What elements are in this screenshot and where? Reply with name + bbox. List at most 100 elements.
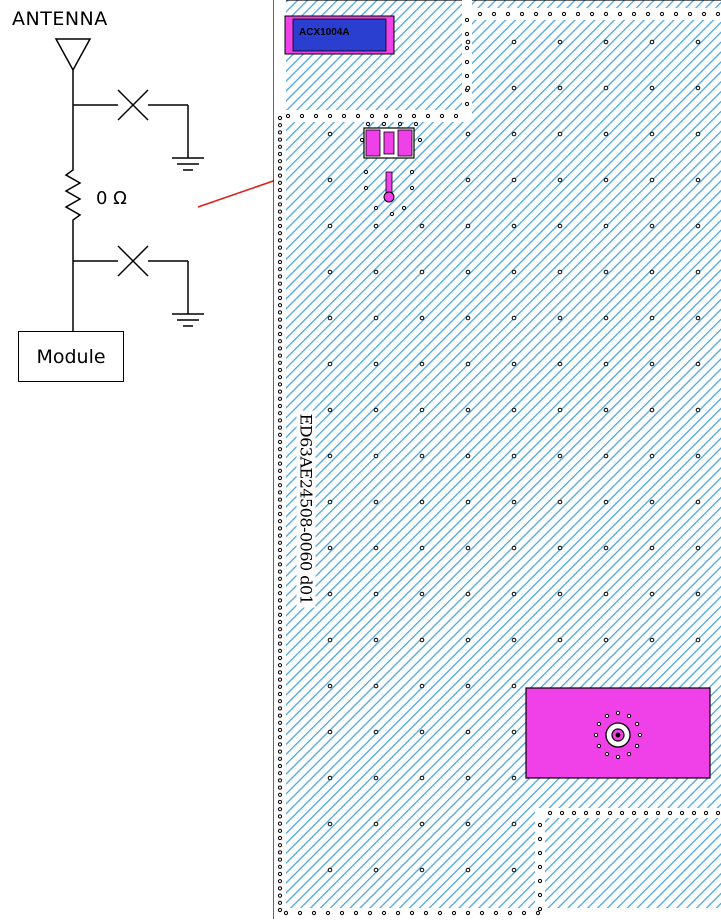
via — [327, 637, 333, 643]
via — [603, 361, 609, 367]
via — [537, 864, 543, 870]
via — [277, 159, 283, 164]
via — [277, 461, 283, 466]
via — [583, 810, 589, 816]
via — [277, 339, 283, 344]
via — [277, 346, 283, 351]
via — [557, 223, 563, 229]
via — [327, 113, 333, 119]
via — [559, 810, 565, 816]
via — [277, 511, 283, 517]
via — [537, 906, 543, 912]
via — [511, 499, 517, 505]
via — [604, 713, 610, 719]
via — [277, 209, 283, 214]
via — [465, 821, 471, 827]
via — [277, 562, 283, 567]
via — [277, 605, 283, 610]
via — [419, 407, 425, 413]
via — [277, 749, 283, 754]
via — [277, 137, 283, 142]
via — [419, 683, 425, 689]
via — [511, 637, 517, 643]
via — [277, 418, 283, 423]
via — [277, 231, 283, 236]
via — [277, 173, 283, 178]
via — [603, 545, 609, 551]
via — [327, 729, 333, 735]
via — [589, 11, 595, 17]
via — [277, 663, 283, 668]
via — [397, 121, 403, 127]
via — [715, 810, 721, 816]
via — [419, 545, 425, 551]
via — [327, 867, 333, 873]
via — [695, 591, 701, 597]
via — [511, 131, 517, 137]
via — [327, 177, 333, 183]
via — [419, 361, 425, 367]
chip-label: ACX1004A — [299, 27, 350, 38]
via — [277, 583, 283, 589]
via — [626, 751, 632, 757]
via — [649, 637, 655, 643]
via — [327, 407, 333, 413]
via — [703, 810, 709, 816]
via — [659, 11, 665, 17]
via — [277, 850, 283, 855]
via — [626, 713, 632, 719]
via — [353, 910, 359, 916]
via — [649, 407, 655, 413]
via — [596, 743, 602, 749]
via — [453, 113, 459, 119]
via — [277, 475, 283, 481]
via — [557, 637, 563, 643]
via — [277, 533, 283, 538]
via — [277, 720, 283, 725]
via — [277, 259, 283, 265]
via — [327, 453, 333, 459]
via — [277, 835, 283, 841]
via — [715, 11, 721, 17]
via — [277, 360, 283, 365]
via — [373, 683, 379, 689]
via — [537, 850, 543, 856]
via — [277, 432, 283, 437]
via — [277, 785, 283, 790]
via — [277, 576, 283, 581]
via — [679, 810, 685, 816]
via — [511, 361, 517, 367]
via — [464, 59, 470, 65]
via — [277, 439, 283, 445]
via — [277, 288, 283, 293]
via — [277, 843, 283, 848]
via — [603, 85, 609, 91]
via — [283, 910, 289, 916]
via — [419, 269, 425, 275]
via — [277, 814, 283, 819]
via — [395, 910, 401, 916]
via — [327, 775, 333, 781]
via — [389, 211, 395, 217]
via — [465, 315, 471, 321]
via — [511, 867, 517, 873]
via — [649, 223, 655, 229]
via — [691, 810, 697, 816]
via — [413, 121, 419, 127]
via — [277, 699, 283, 704]
via — [277, 828, 283, 833]
via — [325, 910, 331, 916]
via — [695, 453, 701, 459]
via — [557, 453, 563, 459]
via — [511, 223, 517, 229]
via — [277, 425, 283, 430]
via — [511, 775, 517, 781]
via — [695, 499, 701, 505]
via — [575, 11, 581, 17]
via — [673, 11, 679, 17]
via — [277, 267, 283, 272]
via — [511, 683, 517, 689]
via — [277, 504, 283, 509]
via — [607, 810, 613, 816]
via — [373, 775, 379, 781]
